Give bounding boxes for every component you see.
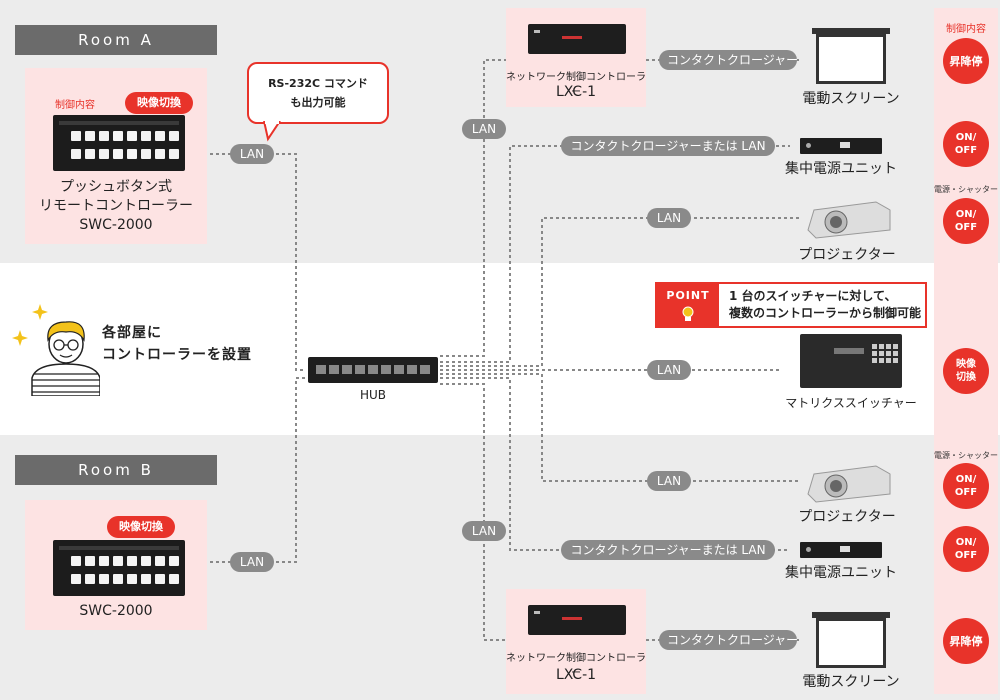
power-unit-a-label: 集中電源ユニット (785, 161, 897, 177)
screen-b-control: 昇降停 (943, 618, 989, 664)
lxc-a-caption: ネットワーク制御コントローラー (506, 72, 646, 98)
power-a-control: ON/OFF (943, 121, 989, 167)
matrix-switcher-icon (800, 334, 902, 388)
lxc-a-name: LXC-1 (555, 84, 597, 100)
person-illustration (12, 304, 100, 396)
lan-pill-bottom: LAN (462, 521, 506, 541)
control-content-tag: 制御内容 (55, 100, 95, 111)
projector-a-control: ON/OFF (943, 198, 989, 244)
screen-a-label: 電動スクリーン (802, 91, 900, 107)
room-b-video-switch-badge: 映像切換 (107, 516, 175, 538)
power-unit-a-icon (800, 138, 882, 154)
lxc-a-card: ネットワーク制御コントローラー LXC-1 (506, 8, 646, 107)
room-b-controller-name: SWC-2000 (79, 603, 153, 619)
lxc-b-card: ネットワーク制御コントローラー LXC-1 (506, 589, 646, 694)
lan-pill-switcher: LAN (647, 360, 691, 380)
room-a-title: Room A (15, 25, 217, 55)
point-text: 1 台のスイッチャーに対して、 複数のコントローラーから制御可能 (729, 289, 922, 320)
lan-pill-top: LAN (462, 119, 506, 139)
power-b-control: ON/OFF (943, 526, 989, 572)
room-a-controller-card: 制御内容 映像切換 プッシュボタン式 リモートコントローラー SWC-2000 (25, 68, 207, 244)
projector-b-control-caption: 電源・シャッター (934, 451, 998, 460)
control-column: 制御内容 昇降停 ON/OFF 電源・シャッター ON/OFF 映像切換 電源・… (934, 8, 998, 694)
lightbulb-icon (682, 306, 694, 321)
lan-pill-projector-b: LAN (647, 471, 691, 491)
lan-pill-screen-a: コンタクトクロージャー (659, 50, 798, 70)
power-unit-b-icon (800, 542, 882, 558)
point-box: POINT 1 台のスイッチャーに対して、 複数のコントローラーから制御可能 (655, 282, 927, 328)
projector-b-label: プロジェクター (798, 509, 896, 525)
video-switch-badge: 映像切換 (125, 92, 193, 114)
screen-b-label: 電動スクリーン (802, 674, 900, 690)
screen-b-icon (812, 612, 890, 668)
power-unit-b-label: 集中電源ユニット (785, 565, 897, 581)
hub-label: HUB (359, 388, 387, 402)
room-b-controller-card: 映像切換 SWC-2000 (25, 500, 207, 630)
switcher-control: 映像切換 (943, 348, 989, 394)
screen-a-control: 昇降停 (943, 38, 989, 84)
projector-b-control: ON/OFF (943, 463, 989, 509)
room-a-lan-pill: LAN (230, 144, 274, 164)
room-b-title: Room B (15, 455, 217, 485)
lxc-a-device (528, 24, 626, 54)
projector-a-control-caption: 電源・シャッター (934, 185, 998, 194)
lan-pill-power-a: コンタクトクロージャーまたは LAN (561, 136, 775, 156)
swc-2000-panel (53, 115, 185, 171)
matrix-switcher-label: マトリクススイッチャー (785, 396, 917, 410)
lan-pill-power-b: コンタクトクロージャーまたは LAN (561, 540, 775, 560)
lxc-b-device (528, 605, 626, 635)
lxc-b-name: LXC-1 (555, 667, 597, 683)
lxc-b-caption: ネットワーク制御コントローラー (506, 653, 646, 679)
projector-a-icon (807, 201, 891, 239)
room-a-controller-name: プッシュボタン式 リモートコントローラー SWC-2000 (39, 179, 193, 233)
screen-a-icon (812, 28, 890, 84)
point-tag: POINT (657, 284, 719, 326)
person-caption: 各部屋に コントローラーを設置 (102, 325, 252, 363)
projector-b-icon (807, 465, 891, 503)
rs232c-callout: RS-232C コマンド も出力可能 (247, 62, 389, 124)
room-b-swc-2000-panel (53, 540, 185, 596)
room-b-lan-pill: LAN (230, 552, 274, 572)
control-column-header: 制御内容 (946, 24, 986, 35)
lan-pill-screen-b: コンタクトクロージャー (659, 630, 798, 650)
projector-a-label: プロジェクター (798, 247, 896, 263)
lan-pill-projector-a: LAN (647, 208, 691, 228)
hub-device (308, 357, 438, 383)
callout-pointer (263, 121, 281, 142)
